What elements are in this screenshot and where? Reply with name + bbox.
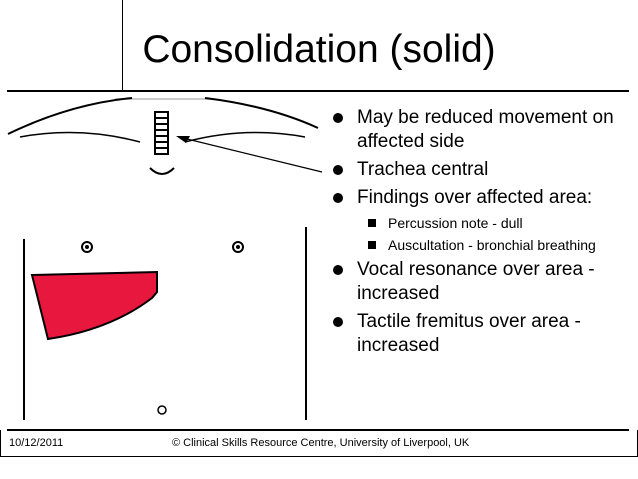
bullet-item: Findings over affected area: xyxy=(330,186,630,210)
sub-bullet-item: Percussion note - dull xyxy=(330,214,630,232)
bullet-dot-icon xyxy=(333,113,343,123)
bullet-square-icon xyxy=(368,219,376,227)
left-clavicle-line xyxy=(19,131,141,143)
footer-frame-left xyxy=(0,430,1,456)
chest-diagram xyxy=(7,97,323,420)
bullet-item: Vocal resonance over area - increased xyxy=(330,258,630,306)
bullet-item: May be reduced movement on affected side xyxy=(330,106,630,154)
footer-date: 10/12/2011 xyxy=(9,437,64,449)
sternal-notch-line xyxy=(149,167,175,175)
bullet-dot-icon xyxy=(333,265,343,275)
sub-bullet-text: Auscultation - bronchial breathing xyxy=(388,237,596,253)
bullet-text: May be reduced movement on affected side xyxy=(357,107,614,152)
title-divider xyxy=(7,90,629,92)
right-clavicle-line xyxy=(184,131,306,143)
bullet-text: Findings over affected area: xyxy=(357,187,593,208)
bullet-text: Vocal resonance over area - increased xyxy=(357,259,595,304)
navel-icon xyxy=(157,405,167,415)
left-nipple-icon xyxy=(81,241,93,253)
bullet-square-icon xyxy=(368,241,376,249)
sub-bullet-text: Percussion note - dull xyxy=(388,215,523,231)
footer-divider xyxy=(7,429,629,431)
bullet-dot-icon xyxy=(333,165,343,175)
bullet-item: Tactile fremitus over area - increased xyxy=(330,310,630,358)
sub-bullet-item: Auscultation - bronchial breathing xyxy=(330,236,630,254)
footer-bottom-line xyxy=(0,456,638,457)
bullet-text: Tactile fremitus over area - increased xyxy=(357,311,581,356)
pointer-line xyxy=(182,137,323,173)
right-shoulder-line xyxy=(204,97,319,129)
trachea-icon xyxy=(154,111,169,155)
consolidation-area xyxy=(30,270,158,341)
bullet-item: Trachea central xyxy=(330,158,630,182)
left-shoulder-line xyxy=(7,97,133,135)
right-nipple-icon xyxy=(232,241,244,253)
bullet-dot-icon xyxy=(333,193,343,203)
title-frame-line xyxy=(122,0,123,91)
footer-copyright: © Clinical Skills Resource Centre, Unive… xyxy=(172,437,470,449)
findings-list: May be reduced movement on affected side… xyxy=(330,106,630,362)
slide-title: Consolidation (solid) xyxy=(142,28,496,71)
bullet-text: Trachea central xyxy=(357,159,489,180)
bullet-dot-icon xyxy=(333,317,343,327)
